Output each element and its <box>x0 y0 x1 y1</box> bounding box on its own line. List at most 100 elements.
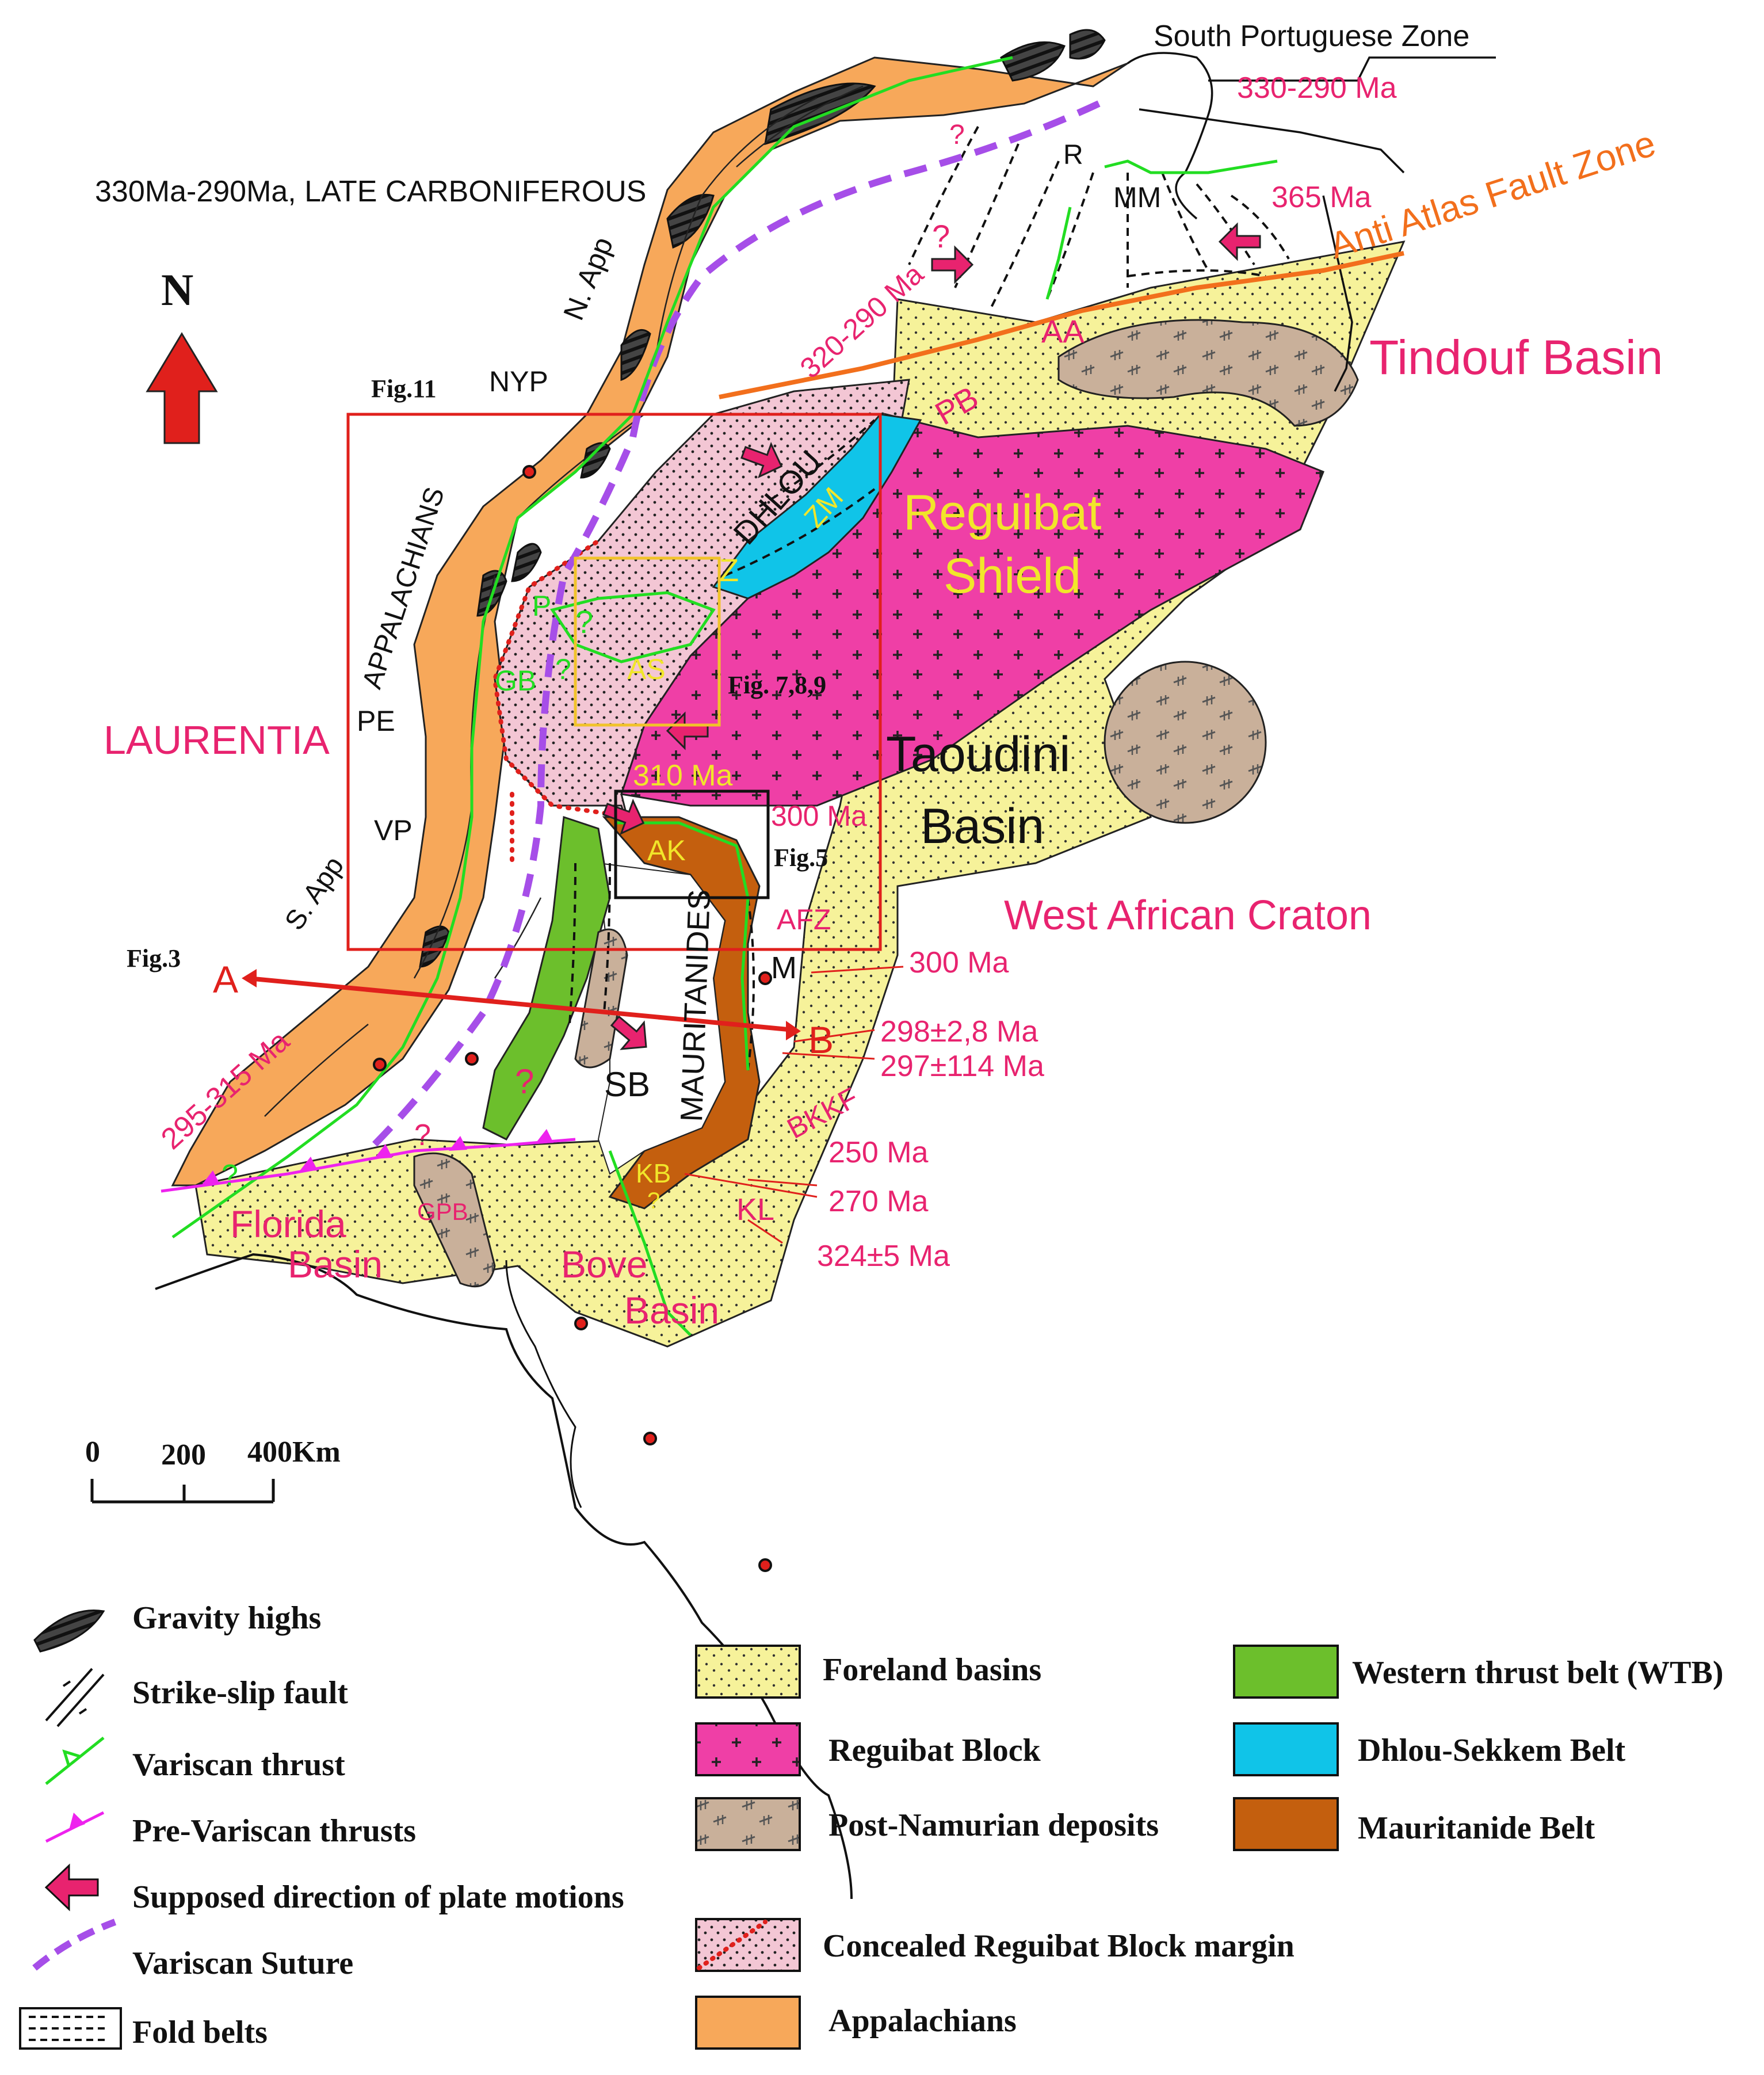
label-n-app: N. App <box>557 232 619 325</box>
section-arrow-a <box>242 969 257 987</box>
fig11-frame <box>346 413 882 951</box>
section-line-ab <box>247 976 795 1032</box>
south-portuguese-label: South Portuguese Zone <box>1154 20 1469 53</box>
age-pointer-lines <box>684 966 904 1244</box>
legend-foreland: Foreland basins <box>823 1652 1041 1688</box>
age-297: 297±114 Ma <box>880 1050 1044 1083</box>
label-gpb: GPB <box>417 1198 468 1225</box>
post-namurian-sb <box>574 928 628 1069</box>
pre-variscan-thrust-icon <box>45 1811 105 1843</box>
appalachians-belt <box>171 56 1128 1187</box>
label-m: M <box>771 951 797 985</box>
label-vp: VP <box>374 814 413 846</box>
label-aa: AA <box>1041 313 1085 349</box>
label-kb: KB <box>636 1158 671 1188</box>
anti-atlas-fault <box>719 251 1404 399</box>
label-nyp: NYP <box>489 365 548 398</box>
legend-strike-slip: Strike-slip fault <box>132 1675 348 1711</box>
fig5-frame <box>614 789 770 899</box>
legend-fold-belts: Fold belts <box>132 2015 268 2050</box>
bove-label-1: Bove <box>561 1243 647 1286</box>
label-gb: GB <box>495 665 536 697</box>
florida-label-1: Florida <box>230 1203 346 1245</box>
swatch-dhlou <box>1233 1722 1339 1776</box>
label-fig5: Fig.5 <box>774 844 828 872</box>
swatch-appalachians <box>695 1996 801 2050</box>
label-q3: ? <box>222 1159 238 1192</box>
label-r: R <box>1063 140 1083 170</box>
pre-variscan-teeth <box>201 1129 553 1185</box>
legend-gravity-highs: Gravity highs <box>132 1600 321 1636</box>
swatch-wtb <box>1233 1645 1339 1699</box>
legend-dhlou: Dhlou-Sekkem Belt <box>1358 1733 1625 1768</box>
section-arrow-b <box>786 1021 801 1040</box>
plate-motion-icon <box>44 1863 99 1912</box>
fold-belts <box>568 126 1290 1071</box>
label-q5: ? <box>555 653 571 685</box>
label-a: A <box>213 958 238 1001</box>
wac-label: West African Craton <box>1004 892 1372 939</box>
map-title: 330Ma-290Ma, LATE CARBONIFEROUS <box>95 175 646 208</box>
north-coast-lines <box>1127 52 1496 392</box>
age-250: 250 Ma <box>828 1136 929 1169</box>
scale-bar <box>90 1479 275 1504</box>
north-label: N <box>161 265 193 315</box>
age-298: 298±2,8 Ma <box>880 1015 1038 1048</box>
swatch-concealed <box>695 1918 801 1972</box>
age-300-b: 300 Ma <box>909 946 1009 979</box>
label-b: B <box>808 1019 834 1061</box>
western-thrust-belt <box>482 815 611 1141</box>
swatch-post-namurian <box>695 1797 801 1851</box>
label-s-app: S. App <box>279 851 350 936</box>
pre-variscan-thrust <box>161 1138 576 1193</box>
gravity-high-icon <box>33 1609 105 1653</box>
legend: Gravity highs Strike-slip fault Variscan… <box>19 1600 1724 2050</box>
label-q2: ? <box>932 218 950 254</box>
legend-reguibat-block: Reguibat Block <box>828 1733 1041 1768</box>
legend-variscan-thrust: Variscan thrust <box>132 1747 345 1783</box>
fold-belts-icon <box>19 2007 122 2050</box>
taoudini-label-1: Taoudini <box>886 727 1070 782</box>
age-310: 310 Ma <box>633 759 733 792</box>
variscan-suture <box>365 100 1101 1154</box>
age-330-290: 330-290 Ma <box>1237 71 1397 105</box>
tindouf-label: Tindouf Basin <box>1369 330 1663 384</box>
label-q4: ? <box>575 604 593 640</box>
fig789-frame <box>574 556 721 727</box>
legend-pre-variscan: Pre-Variscan thrusts <box>132 1813 416 1849</box>
scale-label-0: 0 <box>85 1436 100 1468</box>
swatch-foreland <box>695 1645 801 1699</box>
post-namurian-taoudini <box>1104 661 1267 824</box>
reguibat-label-2: Shield <box>944 548 1081 604</box>
concealed-margin-red-dots <box>492 539 635 865</box>
taoudini-label-2: Basin <box>921 799 1044 854</box>
legend-post-namurian: Post-Namurian deposits <box>828 1807 1159 1843</box>
label-kl: KL <box>736 1192 774 1227</box>
variscan-suture-icon <box>32 1918 117 1971</box>
label-q7: ? <box>647 1188 660 1214</box>
laurentia-label: LAURENTIA <box>104 718 330 762</box>
label-mm: MM <box>1113 181 1161 213</box>
post-namurian-gpb <box>413 1152 496 1288</box>
florida-label-2: Basin <box>288 1243 383 1286</box>
age-300-a: 300 Ma <box>771 800 867 832</box>
swatch-reguibat <box>695 1722 801 1776</box>
swatch-mauritanide <box>1233 1797 1339 1851</box>
variscan-thrusts <box>171 56 1278 1336</box>
legend-appalachians: Appalachians <box>828 2003 1017 2039</box>
label-afz: AFZ <box>777 903 831 936</box>
label-as: AS <box>627 653 666 685</box>
legend-mauritanide: Mauritanide Belt <box>1358 1810 1595 1846</box>
variscan-thrust-icon <box>45 1737 105 1785</box>
scale-label-400: 400Km <box>247 1436 341 1468</box>
age-324: 324±5 Ma <box>817 1239 950 1273</box>
age-365: 365 Ma <box>1272 181 1372 214</box>
mauritanides-label: MAURITANIDES <box>674 889 717 1123</box>
post-namurian-tindouf <box>1057 319 1359 427</box>
north-arrow-icon <box>146 332 218 444</box>
reguibat-label-1: Reguibat <box>903 485 1101 540</box>
plate-motion-arrows <box>602 222 1261 1050</box>
label-fig11: Fig.11 <box>371 375 437 403</box>
label-ak: AK <box>647 834 686 867</box>
